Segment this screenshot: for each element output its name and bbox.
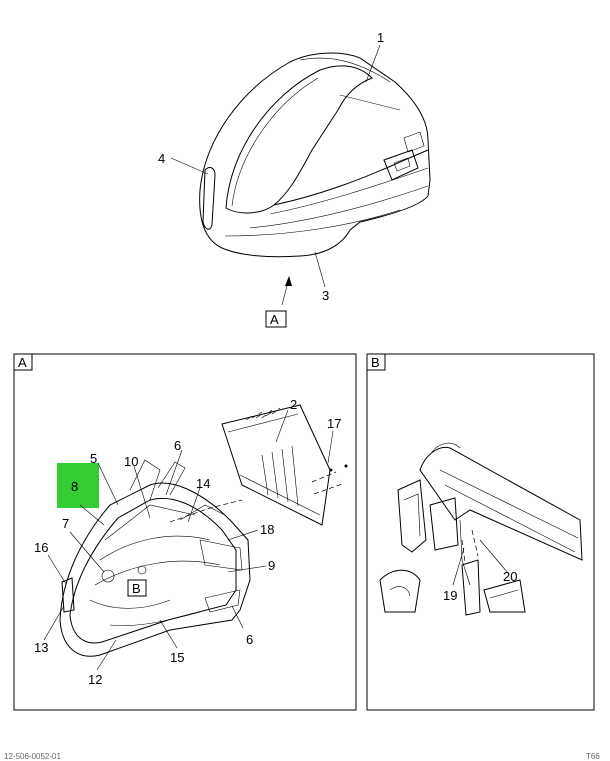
callout-11: 10 (124, 454, 138, 469)
view-b-ref-label: B (132, 581, 141, 596)
callout-16: 16 (34, 540, 48, 555)
view-a-ref-label: A (270, 312, 279, 327)
callout-10: 9 (268, 558, 275, 573)
callout-13: 13 (34, 640, 48, 655)
callout-12: 12 (88, 672, 102, 687)
view-b-leader-lines (452, 539, 509, 586)
callout-4: 4 (158, 151, 165, 166)
callout-19: 19 (443, 588, 457, 603)
callout-7: 6 (174, 438, 181, 453)
view-b-tag (366, 353, 386, 371)
callout-18: 18 (260, 522, 274, 537)
callout-8: 8 (71, 479, 78, 494)
view-b-ref-box (127, 579, 147, 597)
view-a-panel (13, 353, 357, 711)
view-b-tag-label: B (371, 355, 380, 370)
callout-1: 1 (377, 30, 384, 45)
view-b-panel (366, 353, 595, 711)
callout-5: 6 (246, 632, 253, 647)
top-leader-lines (170, 44, 381, 306)
view-a-tag-label: A (18, 355, 27, 370)
callout-20: 20 (503, 569, 517, 584)
callout-3: 3 (322, 288, 329, 303)
view-a-ref-box (265, 310, 287, 328)
callout-14: 14 (196, 476, 210, 491)
hood-assembly-drawing (199, 52, 431, 258)
callout-6: 5 (90, 451, 97, 466)
detail-b-drawing (379, 442, 583, 616)
callout-2: 2 (290, 397, 297, 412)
hood-frame-drawing (59, 404, 348, 657)
footer-left-code: 12-506-0052-01 (4, 752, 61, 761)
footer-right-code: T66 (586, 752, 600, 761)
callout-9: 7 (62, 516, 69, 531)
view-a-tag (13, 353, 33, 371)
callout-8-highlight (57, 463, 99, 508)
callout-17: 17 (327, 416, 341, 431)
view-a-leader-lines (43, 409, 334, 671)
callout-15: 15 (170, 650, 184, 665)
